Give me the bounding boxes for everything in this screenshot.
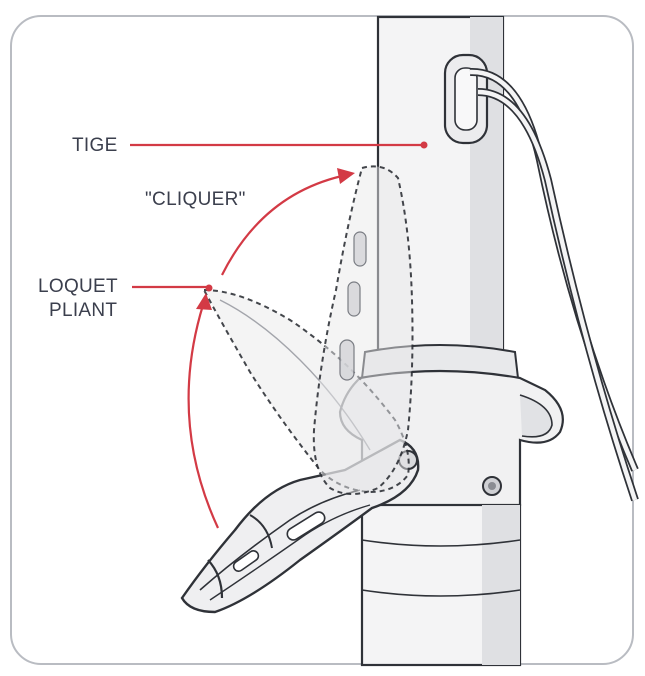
click-label: "CLIQUER"	[145, 189, 246, 210]
folding-latch-icon	[202, 288, 410, 494]
folding-latch-label-line2: PLIANT	[49, 300, 118, 321]
stem-label: TIGE	[72, 135, 118, 156]
motion-arrow-head-upper	[337, 168, 355, 184]
motion-arrow-icon	[187, 174, 343, 529]
frame-border	[10, 15, 634, 665]
folding-latch-icon	[312, 165, 414, 495]
tige-leader-dot	[420, 141, 428, 149]
folding-latch-icon	[180, 438, 420, 614]
folding-latch-label-line1: LOQUET	[38, 276, 118, 297]
cable-icon	[443, 53, 639, 502]
motion-arrow-head-lower	[196, 293, 212, 310]
loquet-leader-dot	[205, 284, 213, 292]
